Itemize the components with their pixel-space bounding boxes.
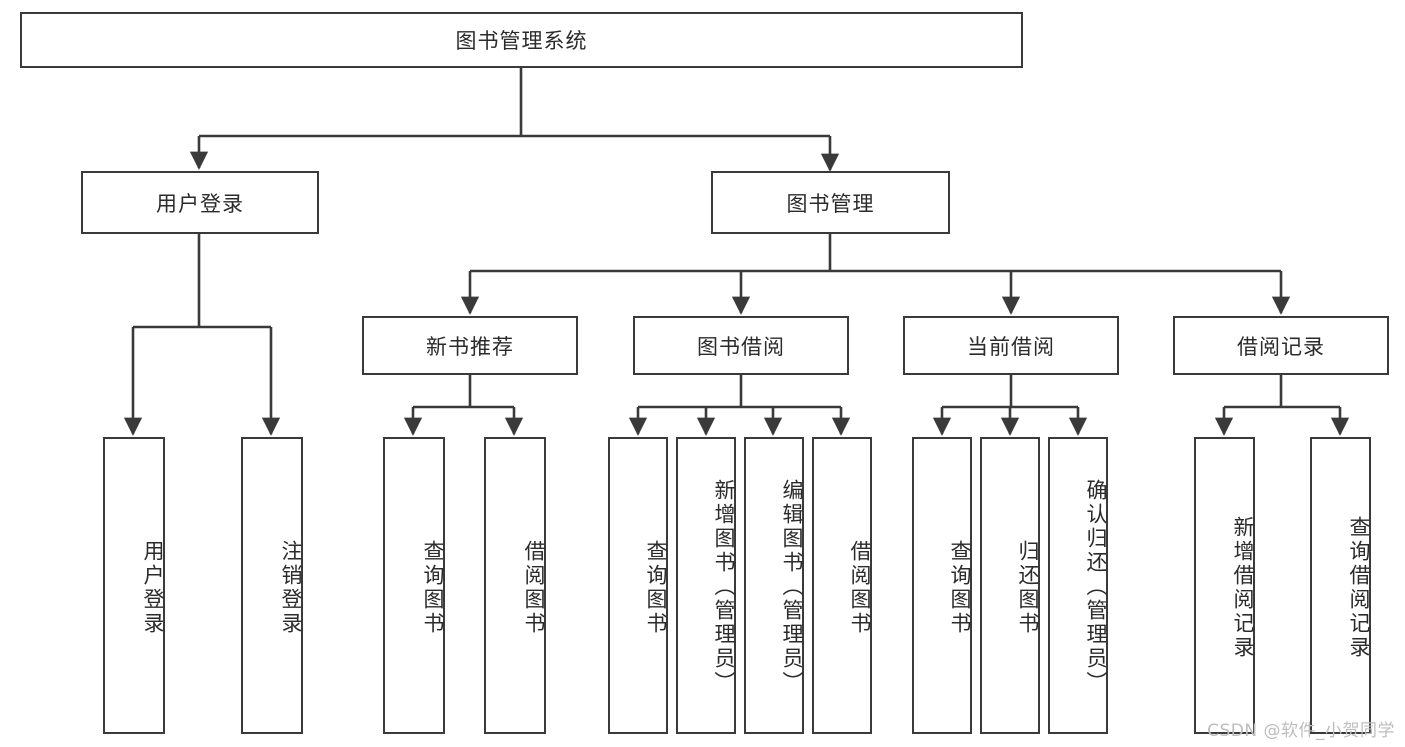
leaf-book-borrow-borrow-book[interactable]: 借阅图书: [812, 437, 872, 734]
node-new-book-recommend[interactable]: 新书推荐: [362, 316, 578, 375]
leaf-borrow-record-add-record[interactable]: 新增借阅记录: [1194, 437, 1255, 734]
leaf-book-borrow-query-book[interactable]: 查询图书: [608, 437, 668, 734]
node-borrow-record[interactable]: 借阅记录: [1173, 316, 1389, 375]
leaf-borrow-record-query-record[interactable]: 查询借阅记录: [1310, 437, 1371, 734]
leaf-user-login-login[interactable]: 用户登录: [103, 437, 165, 734]
node-user-login[interactable]: 用户登录: [81, 171, 319, 234]
leaf-user-login-logout[interactable]: 注销登录: [241, 437, 303, 734]
node-current-borrow[interactable]: 当前借阅: [903, 316, 1119, 375]
leaf-new-book-borrow-book[interactable]: 借阅图书: [484, 437, 546, 734]
node-book-management[interactable]: 图书管理: [711, 171, 950, 234]
node-book-borrow[interactable]: 图书借阅: [633, 316, 849, 375]
leaf-new-book-query-book[interactable]: 查询图书: [383, 437, 445, 734]
csdn-watermark: CSDN @软件_小贺同学: [1207, 721, 1395, 741]
leaf-book-borrow-edit-book-admin[interactable]: 编辑图书（管理员）: [744, 437, 804, 734]
leaf-current-borrow-confirm-return-admin[interactable]: 确认归还（管理员）: [1048, 437, 1108, 734]
leaf-current-borrow-return-book[interactable]: 归还图书: [980, 437, 1040, 734]
leaf-current-borrow-query-book[interactable]: 查询图书: [912, 437, 972, 734]
node-root-system[interactable]: 图书管理系统: [20, 12, 1023, 68]
leaf-book-borrow-add-book-admin[interactable]: 新增图书（管理员）: [676, 437, 736, 734]
